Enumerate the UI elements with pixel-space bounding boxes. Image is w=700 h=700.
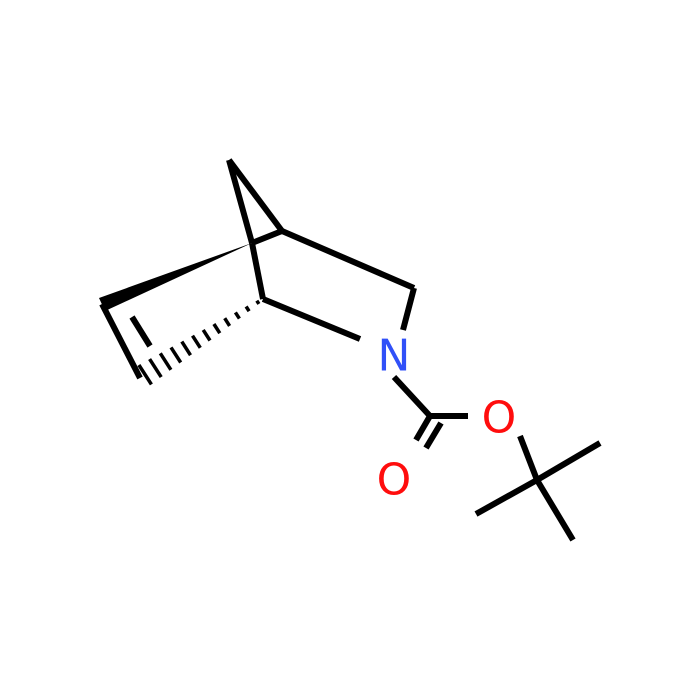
hash-stroke [233, 311, 241, 320]
hash-stroke [244, 305, 251, 313]
bond-bridgehead-rear [250, 228, 284, 246]
hash-stroke [255, 299, 261, 305]
bond-tbu-methyl-1 [535, 440, 602, 483]
bond-ch2-top [280, 228, 416, 291]
bond-ester-o-to-quaternary-c [517, 434, 540, 482]
bond-alkene-outer [99, 302, 143, 380]
atom-label-ester-oxygen: O [482, 393, 517, 444]
atom-label-carbonyl-oxygen: O [377, 455, 412, 506]
bond-ch-to-n [261, 296, 362, 342]
hash-stroke [169, 346, 183, 364]
bond-n-to-carbonyl [391, 374, 433, 419]
bond-ch2-to-n [400, 287, 417, 331]
hash-stroke [191, 334, 202, 349]
hash-stroke [223, 317, 232, 327]
bond-carbonyl-double-b [423, 421, 444, 450]
hash-stroke [180, 340, 192, 357]
hash-stroke [201, 328, 212, 342]
hash-stroke [158, 352, 173, 371]
bond-wedge-hashed [137, 299, 261, 386]
bond-wedge-bold [99, 243, 252, 311]
bond-bridge-left [226, 159, 255, 244]
bond-bridgehead-front [249, 242, 266, 300]
bond-alkene-inner [129, 315, 153, 348]
hash-stroke [137, 364, 153, 386]
atom-label-nitrogen: N [378, 331, 411, 382]
bond-carbonyl-double-a [413, 414, 433, 442]
bond-tbu-methyl-3 [534, 478, 576, 542]
bond-bridge-right [226, 158, 285, 233]
hash-stroke [212, 323, 222, 335]
bond-tbu-methyl-2 [474, 477, 539, 517]
hash-stroke [148, 358, 163, 379]
